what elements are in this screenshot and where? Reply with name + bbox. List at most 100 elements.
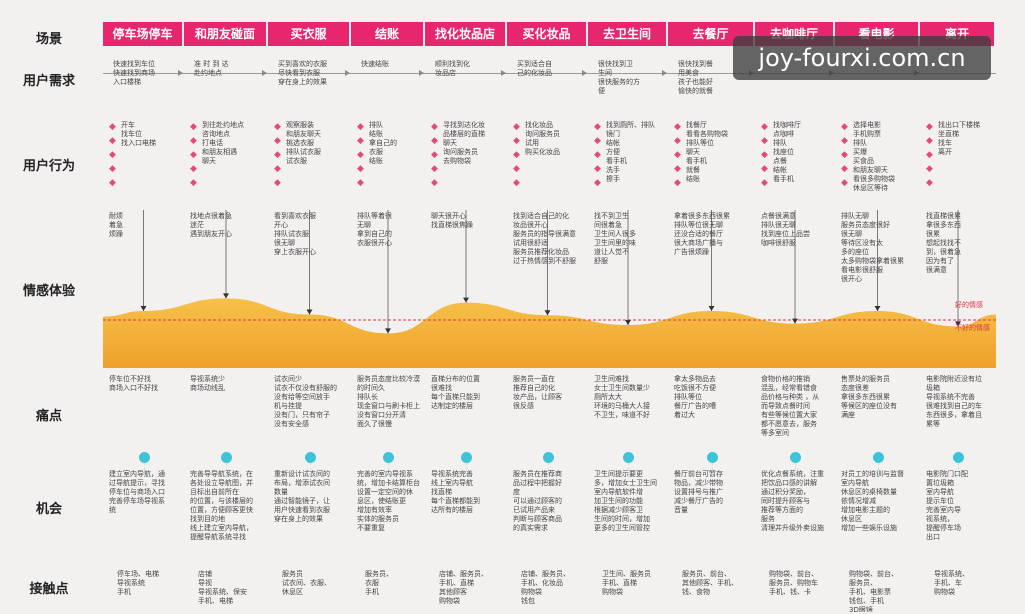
pain-block-line: 的时间久 xyxy=(357,384,385,392)
row-label-behavior: 用户行为 xyxy=(22,159,75,174)
behavior-icon: ◆ xyxy=(841,178,848,188)
behavior-block-line: 找到厕所、排队 xyxy=(606,121,655,129)
pain-block-line: 试衣不仅没有舒服的 xyxy=(274,384,337,392)
emotion-block-line: 很满意 xyxy=(926,266,947,274)
behavior-icon: ◆ xyxy=(841,164,848,174)
behavior-block-line: 排队 xyxy=(853,139,867,147)
pain-block-line: 推荐自己的化 xyxy=(513,384,555,392)
pain-block: 拿太多物品去吃饭很不方便排队等位餐厅广告的嘈着过大 xyxy=(674,375,751,437)
behavior-block-line: 结账 xyxy=(369,130,383,138)
emotion-block-line: 服务员态度很好 xyxy=(841,221,890,229)
need-block-line: 买到适合自 xyxy=(517,60,552,68)
opportunity-block: 优化点餐系统，注重把饮品口感的讲解通过积分奖励，同时提升顾客与推荐等方面的服务清… xyxy=(761,470,831,555)
emotion-block: 找直梯很累拿很多东西很累想起找找不到，很着急因为有了很满意 xyxy=(926,212,992,292)
opportunity-block-line: 重新设计试衣间的 xyxy=(274,470,330,478)
behavior-icon: ◆ xyxy=(109,150,116,160)
opportunity-block-line: 用户快速看到衣服 xyxy=(274,506,330,514)
need-block-line: 很快找到餐 xyxy=(678,60,713,68)
behavior-icon: ◆ xyxy=(190,178,197,188)
opportunity-block: 餐厅前台可暂存物品，减少带物设置排号与推广减少餐厅广告的音量 xyxy=(674,470,751,555)
behavior-icon: ◆ xyxy=(274,136,281,146)
behavior-block-line: 排队试衣服 xyxy=(286,148,321,156)
emotion-block-line: 耐烦 xyxy=(109,212,123,220)
opportunity-block-line: 过导航提示，寻找 xyxy=(109,479,165,487)
pain-block-line: 没有安全感 xyxy=(274,420,309,428)
behavior-icon: ◆ xyxy=(513,122,520,132)
behavior-icon: ◆ xyxy=(357,178,364,188)
need-block-line: 快速找到商场 xyxy=(113,69,155,77)
emotion-marker-arrow xyxy=(792,318,798,324)
pain-block-line: 吃饭很不方便 xyxy=(674,384,716,392)
opportunity-block-line: 推荐等方面的 xyxy=(761,506,803,514)
touchpoint-block-line: 手机、直梯 xyxy=(439,579,474,587)
connector-line xyxy=(226,462,228,476)
pain-block-line: 品价格与种类 ，从 xyxy=(761,393,820,401)
touchpoint-block-line: 服务员、前台、 xyxy=(682,570,731,578)
opportunity-dot xyxy=(138,452,150,463)
emotion-block: 找不到卫生间很着急卫生间人很多卫生间里的味道让人觉不舒服 xyxy=(594,212,664,292)
emotion-block-line: 聊天很开心 xyxy=(431,212,466,220)
arrow-right-icon xyxy=(662,70,667,76)
behavior-block-line: 聊天 xyxy=(443,139,457,147)
touchpoint-block-line: 服务员、 xyxy=(365,570,393,578)
pain-block: 导视系统少商场动线乱 xyxy=(190,375,264,437)
opportunity-block-line: 置垃圾箱 xyxy=(926,479,954,487)
touchpoint-block-line: 手机 xyxy=(365,588,379,596)
behavior-icon: ◆ xyxy=(357,164,364,174)
emotion-block-line: 着急 xyxy=(109,221,123,229)
scene-cell: 和朋友碰面 xyxy=(184,22,268,46)
scene-cell: 找化妆品店 xyxy=(425,22,507,46)
behavior-block-line: 咨询地点 xyxy=(202,130,230,138)
touchpoint-block-line: 购物袋、前台、 xyxy=(849,570,898,578)
opportunity-block-line: 增加一些娱乐设施 xyxy=(841,524,897,532)
behavior-icon: ◆ xyxy=(926,150,933,160)
touchpoint-block-line: 休息区 xyxy=(282,588,303,596)
pain-block-line: 女士卫生间数量少 xyxy=(594,384,650,392)
opportunity-block-line: 增加电影主题的 xyxy=(841,506,890,514)
behavior-icon: ◆ xyxy=(926,178,933,188)
opportunity-block: 完善的室内导视系统，增加卡结算柜台，设置一定空间的休息区，使结账更增加有效率实体… xyxy=(357,470,421,555)
opportunity-block-line: 同时提升顾客与 xyxy=(761,497,810,505)
pain-block-line: 很反感 xyxy=(513,402,534,410)
touchpoint-block-line: 试衣间、衣服、 xyxy=(282,579,331,587)
need-block: 准 时 到 达赴约地点 xyxy=(194,60,268,105)
need-block-line: 用美食 xyxy=(678,69,699,77)
behavior-icon: ◆ xyxy=(431,150,438,160)
scene-cell: 去卫生间 xyxy=(588,22,668,46)
behavior-block-line: 和朋友相遇 xyxy=(202,148,237,156)
arrow-right-icon xyxy=(262,70,267,76)
pain-block-line: 面久了很慢 xyxy=(357,420,392,428)
emotion-block: 耐烦着急烦躁 xyxy=(109,212,180,292)
behavior-icon: ◆ xyxy=(761,164,768,174)
behavior-block-line: 寻找到达化妆 xyxy=(443,121,485,129)
touchpoint-block: 导视系统、手机、车购物袋 xyxy=(934,570,1000,612)
opportunity-block-line: 提示车位 xyxy=(926,497,954,505)
behavior-block-line: 结帐 xyxy=(773,166,787,174)
behavior-block-line: 到往赴约地点 xyxy=(202,121,244,129)
opportunity-dot xyxy=(872,452,884,463)
connector-line xyxy=(309,462,312,476)
touchpoint-block-line: 停车场、电梯 xyxy=(117,570,159,578)
opportunity-block-line: 生间的时间，增加 xyxy=(594,515,650,523)
pain-block-line: 导视系统少 xyxy=(190,375,225,383)
opportunity-block: 卫生间提示要更多，增加女士卫生间室内导航软件增加卫生间的功能根据减少顾客卫生间的… xyxy=(594,470,664,555)
pain-block-line: 都不愿意去，服务 xyxy=(761,420,817,428)
behavior-block: 找咖啡厅点咖啡排队找座位点餐结帐看手机 xyxy=(773,121,843,191)
pain-block-line: 商场入口不好找 xyxy=(109,384,158,392)
need-block-line: 很快找到卫 xyxy=(598,60,633,68)
touchpoint-block-line: 购物袋 xyxy=(439,597,460,605)
touchpoint-block-line: 手机、钱、卡 xyxy=(769,588,811,596)
emotion-marker-arrow xyxy=(955,321,961,327)
behavior-icon: ◆ xyxy=(190,136,197,146)
opportunity-block-line: 电影院门口配 xyxy=(926,470,968,478)
pain-block: 直梯分布的位置很难找每个直梯只能到达制定的楼层 xyxy=(431,375,503,437)
pain-block-line: 等多室间 xyxy=(761,429,789,437)
opportunity-block-line: 找直梯 xyxy=(431,488,452,496)
bad-emotion-label: 不好的情感 xyxy=(955,324,990,332)
behavior-block-line: 看手机 xyxy=(606,157,627,165)
behavior-block-line: 点咖啡 xyxy=(773,130,794,138)
behavior-icon: ◆ xyxy=(357,136,364,146)
emotion-block-line: 因为有了 xyxy=(926,257,954,265)
touchpoint-block-line: 钱包、手机 xyxy=(849,597,884,605)
emotion-block-line: 过于热情感到不舒服 xyxy=(513,257,576,265)
